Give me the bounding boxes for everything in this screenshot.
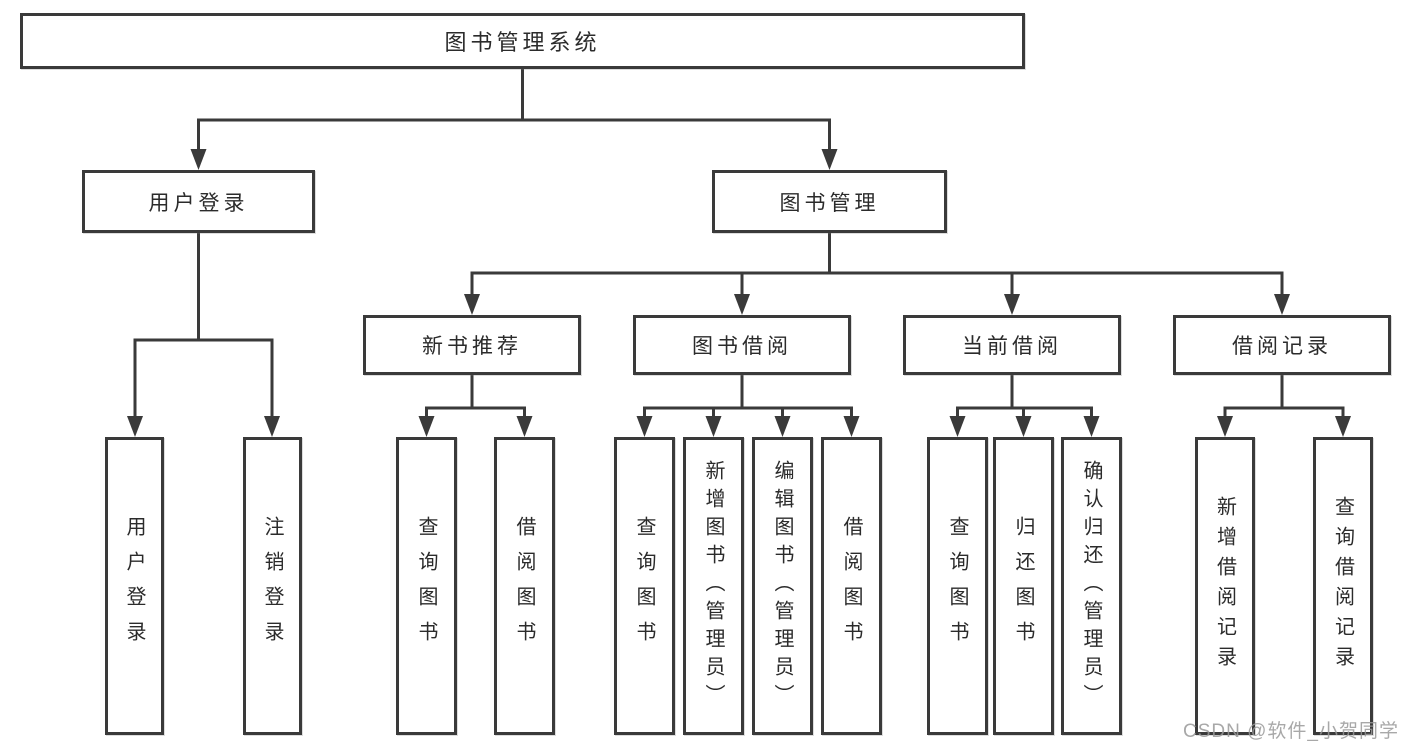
node-book-management: 图书管理 [712, 170, 947, 233]
leaf-query-borrow-record: 查询借阅记录 [1313, 437, 1373, 735]
leaf-edit-books-admin: 编辑图书（管理员） [752, 437, 813, 735]
leaf-add-borrow-record: 新增借阅记录 [1195, 437, 1255, 735]
node-borrowing-records: 借阅记录 [1173, 315, 1391, 375]
leaf-user-login: 用户登录 [105, 437, 164, 735]
node-new-book-recommend: 新书推荐 [363, 315, 581, 375]
csdn-watermark: CSDN @软件_小贺同学 [1183, 721, 1399, 742]
leaf-query-books-recommend: 查询图书 [396, 437, 457, 735]
leaf-query-books-borrowing: 查询图书 [614, 437, 675, 735]
leaf-return-books: 归还图书 [993, 437, 1054, 735]
node-book-borrowing: 图书借阅 [633, 315, 851, 375]
leaf-borrow-books-recommend: 借阅图书 [494, 437, 555, 735]
node-user-login: 用户登录 [82, 170, 315, 233]
leaf-borrow-books: 借阅图书 [821, 437, 882, 735]
node-root-system: 图书管理系统 [20, 13, 1025, 69]
node-current-borrowing: 当前借阅 [903, 315, 1121, 375]
leaf-confirm-return-admin: 确认归还（管理员） [1061, 437, 1122, 735]
leaf-add-books-admin: 新增图书（管理员） [683, 437, 744, 735]
leaf-query-books-current: 查询图书 [927, 437, 988, 735]
leaf-logout: 注销登录 [243, 437, 302, 735]
